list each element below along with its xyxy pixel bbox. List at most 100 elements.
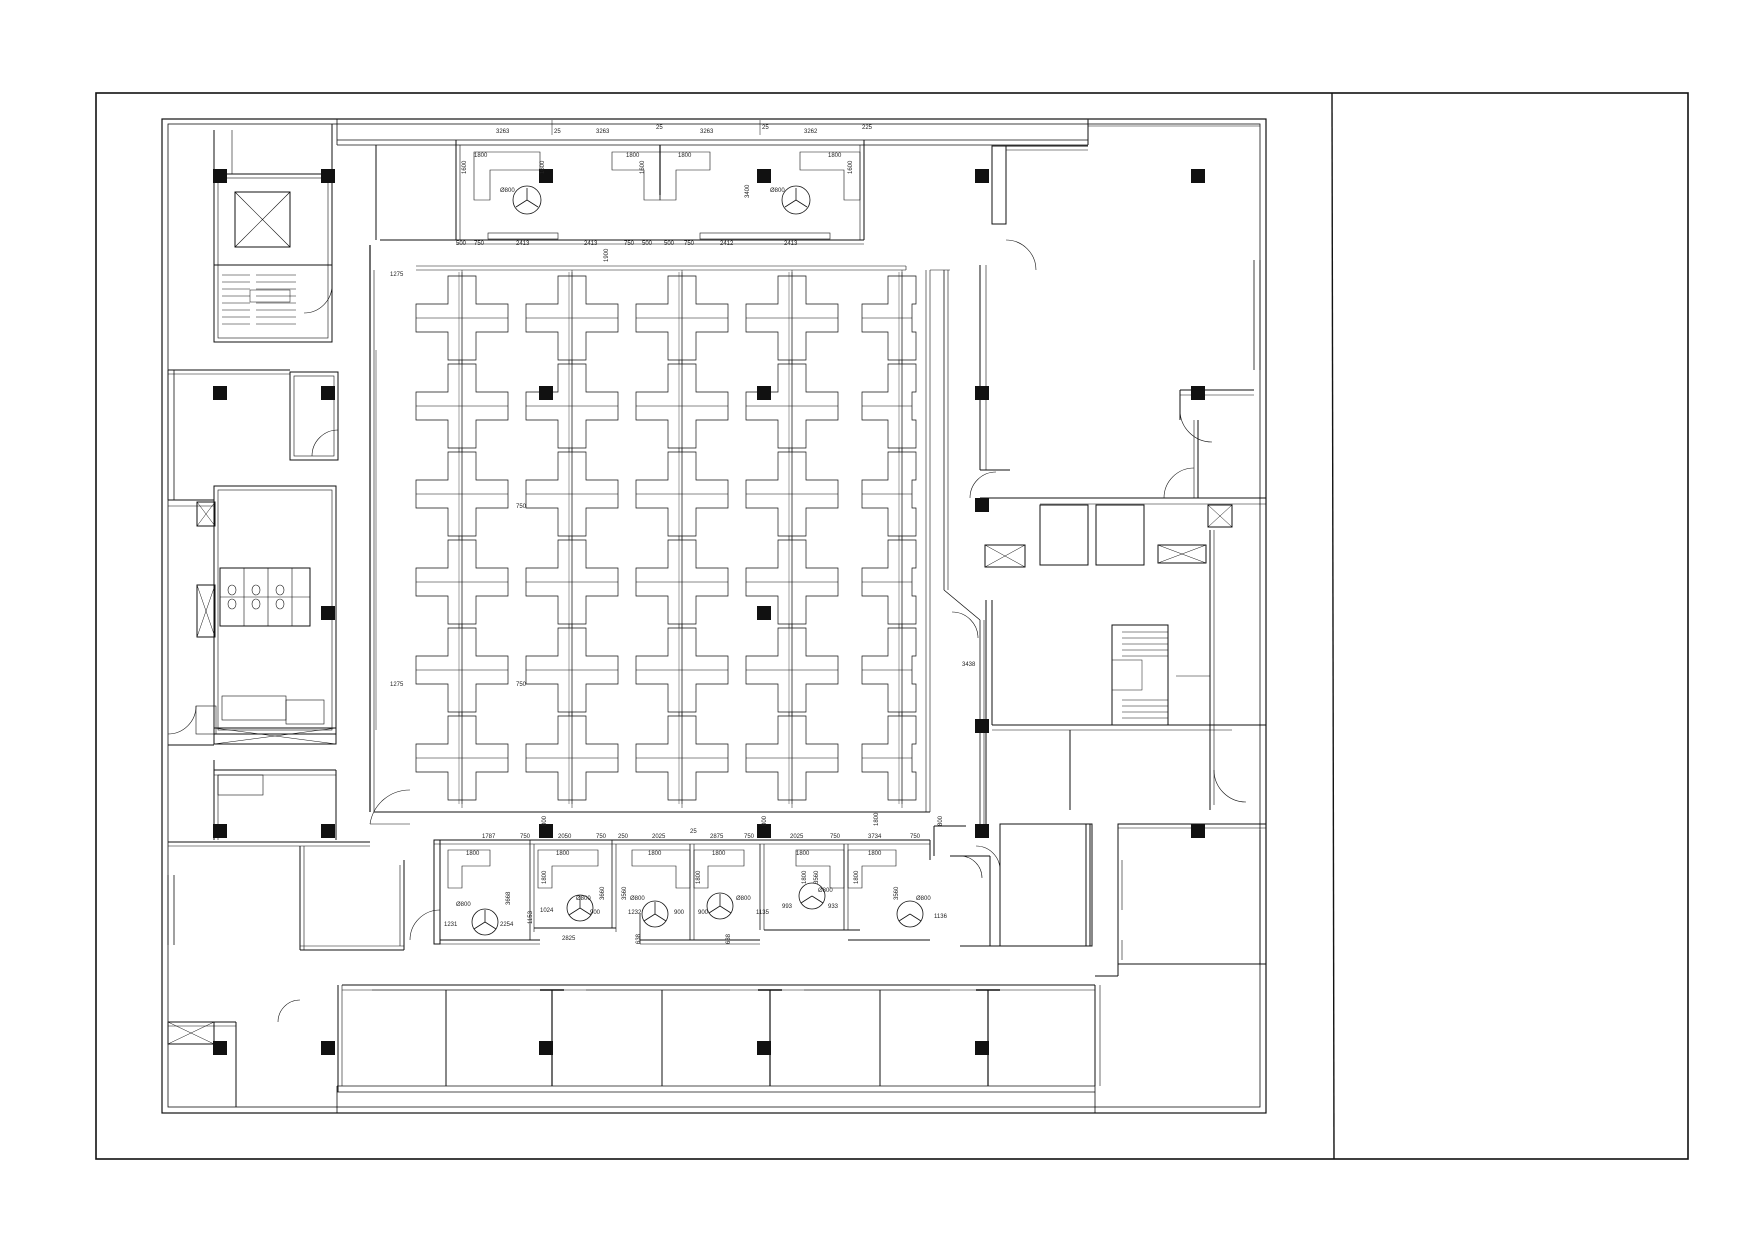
dim-room-depth: 3560 (894, 886, 900, 900)
structural-columns (213, 169, 1205, 1055)
dim-chair: Ø800 (576, 896, 591, 902)
dim-chair: Ø800 (818, 888, 833, 894)
dim-aisle: 750 (516, 682, 527, 688)
dim-bottom-top: 25 (690, 829, 697, 835)
dim-chair: Ø800 (630, 896, 645, 902)
sheet-border (95, 92, 1689, 1160)
dim-desk-depth: 1600 (848, 160, 854, 174)
dim-desk-depth: 1800 (854, 870, 860, 884)
dim-top-width: 225 (862, 125, 873, 131)
dim-misc: 638 (636, 933, 642, 944)
dim-misc: 993 (782, 904, 793, 910)
structural-column (1191, 824, 1205, 838)
dim-top-width: 3262 (804, 129, 818, 135)
structural-column (321, 1041, 335, 1055)
dim-chair: Ø800 (456, 902, 471, 908)
building-outline (161, 118, 1267, 1114)
dim-top-bottom: 500 (664, 241, 675, 247)
structural-column (757, 169, 771, 183)
dim-desk-depth: 1600 (462, 160, 468, 174)
dim-top-bottom: 750 (684, 241, 695, 247)
structural-column (321, 606, 335, 620)
structural-column (213, 169, 227, 183)
dim-bottom-top: 2050 (558, 834, 572, 840)
dim-top-width: 25 (554, 129, 561, 135)
dim-desk: 1800 (474, 153, 488, 159)
dim-top-width: 3263 (496, 129, 510, 135)
dim-bottom-top: 750 (744, 834, 755, 840)
dim-desk: 1800 (678, 153, 692, 159)
structural-column (539, 824, 553, 838)
structural-column (757, 386, 771, 400)
structural-column (539, 386, 553, 400)
dim-chair: Ø800 (916, 896, 931, 902)
dim-desk-depth: 1800 (542, 870, 548, 884)
dim-room-depth: 3560 (622, 886, 628, 900)
dim-clear: 1275 (390, 272, 404, 278)
structural-column (321, 824, 335, 838)
dim-aisle: 750 (516, 504, 527, 510)
structural-column (321, 386, 335, 400)
dim-desk: 1800 (712, 851, 726, 857)
dim-desk-depth: 1800 (696, 870, 702, 884)
chair-icon (471, 908, 499, 936)
dim-bottom-top: 750 (596, 834, 607, 840)
structural-column (975, 386, 989, 400)
structural-column (539, 1041, 553, 1055)
structural-column (975, 169, 989, 183)
top-room-dimensions: 3263 25 3263 25 3263 25 3262 225 1800 18… (456, 125, 873, 262)
structural-column (213, 386, 227, 400)
dim-bottom-top: 1787 (482, 834, 496, 840)
structural-column (757, 606, 771, 620)
bottom-private-offices (409, 839, 931, 945)
dim-room-depth: 3400 (745, 184, 751, 198)
dim-misc: 1232 (628, 910, 642, 916)
dim-desk: 1800 (556, 851, 570, 857)
dim-bottom: 1800 (874, 812, 880, 826)
structural-column (975, 719, 989, 733)
dim-top-bottom: 2413 (516, 241, 530, 247)
dim-bottom-top: 3734 (868, 834, 882, 840)
chair-icon (566, 894, 594, 922)
dim-misc: 1136 (934, 914, 948, 920)
dim-desk: 1800 (796, 851, 810, 857)
dim-top-bottom: 500 (642, 241, 653, 247)
dim-top-bottom: 2413 (784, 241, 798, 247)
dim-misc: 1024 (540, 908, 554, 914)
dim-top-width: 3263 (596, 129, 610, 135)
bottom-perimeter-rooms (342, 984, 1095, 1086)
dim-misc: 2825 (562, 936, 576, 942)
dim-misc: 900 (698, 910, 709, 916)
dim-room-depth: 3560 (814, 870, 820, 884)
bottom-room-dimensions: 1787 750 2050 750 250 2025 25 2875 750 2… (444, 829, 948, 944)
dim-misc: 900 (590, 910, 601, 916)
structural-column (757, 1041, 771, 1055)
chair-icon (641, 900, 669, 928)
dim-bottom-top: 750 (830, 834, 841, 840)
structural-column (1191, 386, 1205, 400)
chair-icon (781, 185, 811, 215)
dim-desk-depth: 1600 (640, 160, 646, 174)
dim-top-width: 25 (656, 125, 663, 131)
dim-misc: 1153 (528, 910, 534, 924)
dim-bottom: 800 (542, 815, 548, 826)
structural-column (975, 824, 989, 838)
structural-column (213, 1041, 227, 1055)
dim-misc: 638 (726, 933, 732, 944)
structural-column (213, 824, 227, 838)
dim-room-depth: 3660 (600, 886, 606, 900)
dim-top-bottom: 2412 (720, 241, 734, 247)
dim-chair: Ø800 (770, 188, 785, 194)
chair-icon (706, 892, 734, 920)
chair-icon (896, 900, 924, 928)
dim-top-bottom: 750 (474, 241, 485, 247)
top-private-offices (375, 120, 865, 245)
dim-chair: Ø800 (736, 896, 751, 902)
dim-chair: Ø800 (500, 188, 515, 194)
dim-bottom-top: 2025 (652, 834, 666, 840)
chair-icon (798, 882, 826, 910)
dim-top-width: 3263 (700, 129, 714, 135)
chair-icon (512, 185, 542, 215)
dim-bottom-top: 250 (618, 834, 629, 840)
